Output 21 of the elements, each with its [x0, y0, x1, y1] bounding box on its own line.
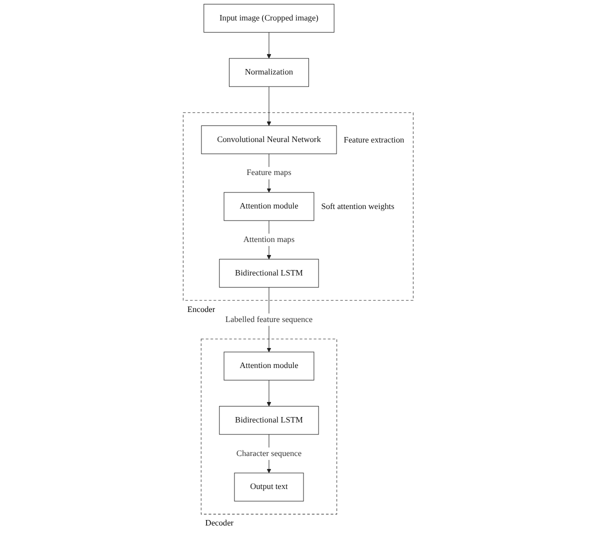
node-box: Attention module [224, 352, 314, 380]
arrow [267, 86, 272, 126]
side-note: Soft attention weights [322, 202, 395, 212]
node-label: Decoder [206, 518, 234, 528]
node-label: Encoder [188, 305, 216, 314]
node-box: Convolutional Neural Network [201, 125, 338, 154]
edge-label: Character sequence [236, 448, 302, 458]
side-note: Feature extraction [344, 135, 404, 144]
node-box: Input image (Cropped image) [204, 4, 335, 33]
node-box: Output text [234, 472, 304, 502]
edge-label: Feature maps [246, 168, 292, 178]
cluster [201, 338, 338, 514]
edge-label: Attention maps [244, 235, 295, 244]
arrow [267, 380, 272, 406]
node-box: Normalization [229, 58, 310, 87]
node-box: Attention module [224, 192, 314, 221]
arrow [267, 32, 272, 59]
edge-label: Labelled feature sequence [226, 314, 313, 324]
node-box: Bidirectional LSTM [219, 406, 320, 435]
cluster [183, 112, 414, 301]
node-box: Bidirectional LSTM [219, 258, 320, 288]
